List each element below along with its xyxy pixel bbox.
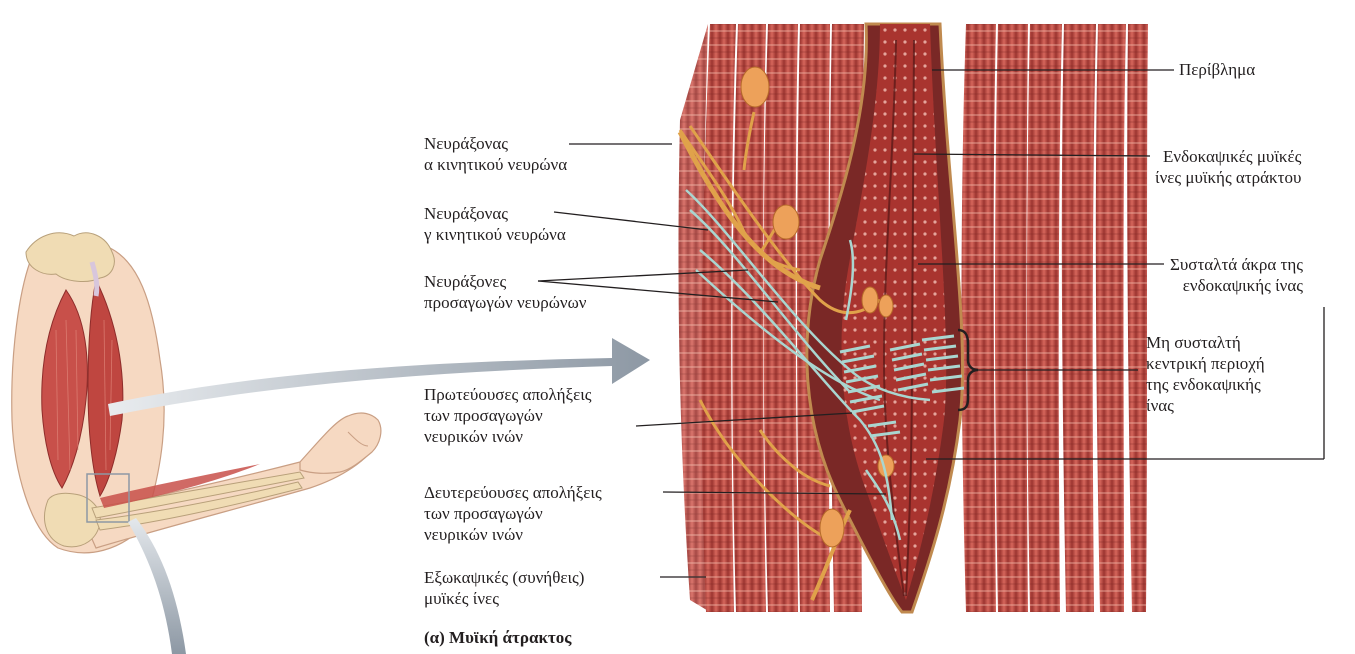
zoom-arrow-lower [128,518,186,654]
label-line: μυϊκές ίνες [424,588,584,609]
label-line: Δευτερεύουσες απολήξεις [424,482,602,503]
label-line: νευρικών ινών [424,524,602,545]
label-central-region: Μη συσταλτή κεντρική περιοχή της ενδοκαψ… [1146,332,1265,416]
label-line: ίνας [1146,395,1265,416]
label-line: των προσαγωγών [424,405,592,426]
label-line: Νευράξονας [424,203,566,224]
label-line: α κινητικού νευρώνα [424,154,567,175]
label-line: Πρωτεύουσες απολήξεις [424,384,592,405]
figure-caption: (α) Μυϊκή άτρακτος [424,628,571,648]
muscle-spindle-panel [678,24,1148,612]
label-intrafusal-fibers: Ενδοκαψικές μυϊκές ίνες μυϊκής ατράκτου [1155,146,1301,188]
label-primary-endings: Πρωτεύουσες απολήξεις των προσαγωγών νευ… [424,384,592,447]
label-capsule: Περίβλημα [1179,59,1255,80]
label-afferent-axons: Νευράξονες προσαγωγών νευρώνων [424,271,586,313]
elbow-bone [45,493,101,547]
label-secondary-endings: Δευτερεύουσες απολήξεις των προσαγωγών ν… [424,482,602,545]
label-line: Ενδοκαψικές μυϊκές [1155,146,1301,167]
label-line: Συσταλτά άκρα της [1170,254,1303,275]
label-line: κεντρική περιοχή [1146,353,1265,374]
hand-skin [300,413,381,473]
label-line: Εξωκαψικές (συνήθεις) [424,567,584,588]
label-gamma-motor-axon: Νευράξονας γ κινητικού νευρώνα [424,203,566,245]
label-line: ίνες μυϊκής ατράκτου [1155,167,1301,188]
label-line: ενδοκαψικής ίνας [1170,275,1303,296]
label-contractile-ends: Συσταλτά άκρα της ενδοκαψικής ίνας [1170,254,1303,296]
label-line: Μη συσταλτή [1146,332,1265,353]
label-line: Νευράξονες [424,271,586,292]
label-line: προσαγωγών νευρώνων [424,292,586,313]
label-alpha-motor-axon: Νευράξονας α κινητικού νευρώνα [424,133,567,175]
label-line: των προσαγωγών [424,503,602,524]
label-line: γ κινητικού νευρώνα [424,224,566,245]
label-line: Νευράξονας [424,133,567,154]
label-line: νευρικών ινών [424,426,592,447]
label-extrafusal-fibers: Εξωκαψικές (συνήθεις) μυϊκές ίνες [424,567,584,609]
label-line: Περίβλημα [1179,59,1255,80]
label-line: της ενδοκαψικής [1146,374,1265,395]
